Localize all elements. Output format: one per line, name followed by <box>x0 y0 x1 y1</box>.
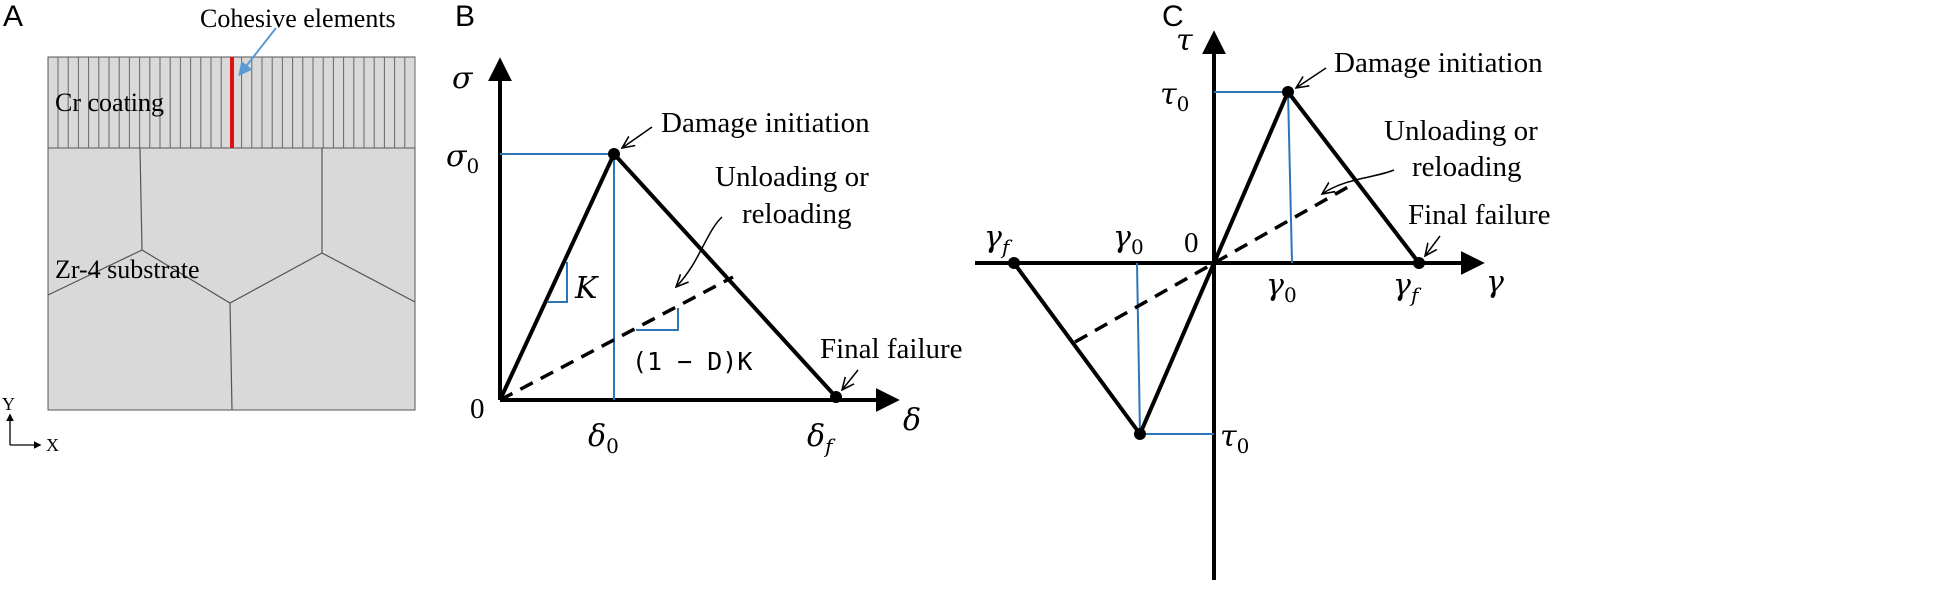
axis-y-label: Y <box>2 394 15 414</box>
panel-b: B σ δ 0 K (1 − D)K σ0 δ0 δf <box>446 0 963 458</box>
unloading-arrow <box>676 216 723 287</box>
gamma0-pos-guide <box>1287 91 1293 264</box>
final-failure-arrow <box>1425 235 1441 256</box>
panel-a: A Cohesive elements Cr coating Zr-4 subs… <box>2 0 416 455</box>
sigma0-label: σ0 <box>446 139 479 178</box>
coordinate-triad: Y X <box>2 394 59 455</box>
origin-label: 0 <box>1184 227 1199 259</box>
panel-c: C τ γ 0 τ0 τ0 γ0 γf <box>975 0 1551 580</box>
damage-initiation-label: Damage initiation <box>1334 47 1543 79</box>
damage-initiation-arrow <box>622 126 653 148</box>
loading-branch <box>1138 91 1290 435</box>
stiffness-triangle <box>547 262 568 303</box>
positive-failure-point <box>1413 257 1425 269</box>
delta-axis-label: δ <box>903 403 921 438</box>
unloading-line <box>499 275 734 402</box>
unloading-label-line2: reloading <box>1412 151 1522 183</box>
panel-a-label: A <box>3 0 23 33</box>
callout-label: Cohesive elements <box>200 4 396 33</box>
tau0-top-label: τ0 <box>1160 77 1189 116</box>
delta0-label: δ0 <box>588 419 619 458</box>
degraded-stiffness-label: (1 − D)K <box>632 347 752 376</box>
unloading-label-line1: Unloading or <box>1384 115 1538 147</box>
final-failure-arrow <box>842 369 859 390</box>
gamma0-neg-label: γ0 <box>1113 220 1144 259</box>
gamma0-pos-label: γ0 <box>1266 268 1297 307</box>
coating-label: Cr coating <box>55 88 164 117</box>
unloading-label-line2: reloading <box>742 198 852 230</box>
stiffness-label: K <box>574 271 599 306</box>
degraded-triangle <box>636 308 679 331</box>
damage-initiation-label: Damage initiation <box>661 107 870 139</box>
unloading-label-line1: Unloading or <box>715 161 869 193</box>
origin-label: 0 <box>470 393 485 425</box>
damage-initiation-point <box>1282 86 1294 98</box>
positive-softening-branch <box>1286 90 1421 265</box>
deltaf-label: δf <box>807 419 836 458</box>
unloading-arrow <box>1322 169 1395 194</box>
substrate-label: Zr-4 substrate <box>55 255 200 284</box>
sigma-axis-label: σ <box>452 61 474 96</box>
gamma-axis-label: γ <box>1486 265 1504 300</box>
tau-axis-label: τ <box>1176 23 1193 58</box>
final-failure-point <box>830 391 842 403</box>
panel-b-label: B <box>455 0 475 33</box>
final-failure-label: Final failure <box>820 333 963 365</box>
gamma0-neg-guide <box>1136 262 1141 435</box>
coating-mesh-lines <box>57 57 416 148</box>
unloading-line <box>1074 181 1356 344</box>
axis-x-label: X <box>46 435 59 455</box>
tau0-bottom-label: τ0 <box>1220 419 1249 458</box>
negative-softening-branch <box>1012 261 1142 436</box>
damage-initiation-point <box>608 148 620 160</box>
callout-arrow <box>238 27 277 77</box>
grain-boundaries <box>47 147 416 411</box>
negative-failure-point <box>1008 257 1020 269</box>
softening-branch <box>612 152 838 399</box>
final-failure-label: Final failure <box>1408 199 1551 231</box>
damage-initiation-arrow <box>1296 67 1327 88</box>
panel-c-label: C <box>1162 0 1184 33</box>
negative-initiation-point <box>1134 428 1146 440</box>
gammaf-neg-label: γf <box>984 220 1013 259</box>
gammaf-pos-label: γf <box>1393 268 1422 307</box>
loading-branch <box>498 153 616 401</box>
